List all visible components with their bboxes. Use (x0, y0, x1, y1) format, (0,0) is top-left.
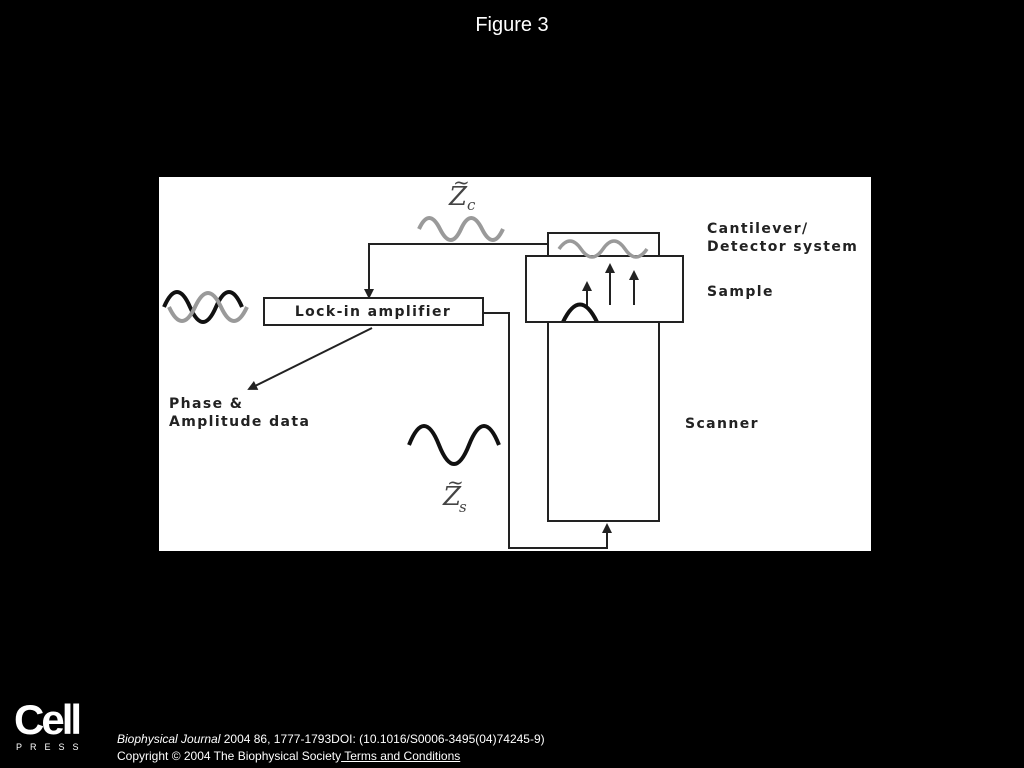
zs-subscript: s (459, 498, 467, 516)
cantilever-wave-inner (557, 239, 649, 259)
citation-line: Biophysical Journal 2004 86, 1777-1793DO… (117, 731, 545, 748)
cantilever-signal-wave (417, 216, 505, 242)
phase-label-line1: Phase & (169, 396, 243, 412)
copyright-text: Copyright © 2004 The Biophysical Society (117, 749, 342, 763)
scanner-box (547, 321, 660, 522)
zc-symbol: Z (448, 182, 468, 212)
cantilever-label-line2: Detector system (707, 239, 858, 255)
terms-link[interactable]: Terms and Conditions (341, 749, 461, 763)
copyright-line: Copyright © 2004 The Biophysical Society… (117, 748, 545, 765)
slide-title: Figure 3 (475, 14, 549, 36)
cantilever-to-lockin-line (364, 243, 548, 299)
zc-tilde: ~ (453, 177, 470, 194)
zs-symbol: Z (442, 482, 462, 512)
drive-signal-line (483, 312, 612, 549)
scanner-drive-wave (407, 424, 501, 466)
cantilever-label-line1: Cantilever/ (707, 221, 809, 237)
journal-name: Biophysical Journal (117, 732, 221, 746)
citation-block: Biophysical Journal 2004 86, 1777-1793DO… (117, 731, 545, 765)
scanner-label: Scanner (685, 416, 759, 432)
diagram-svg: ~ Z c Lock-in amplifier Phase & Amplit (162, 177, 858, 549)
lockin-amplifier-box (263, 297, 484, 326)
sample-box (525, 255, 684, 323)
lockin-label: Lock-in amplifier (295, 304, 451, 320)
sample-label: Sample (707, 284, 774, 300)
citation-details: 2004 86, 1777-1793DOI: (10.1016/S0006-34… (220, 732, 545, 746)
phase-label-line2: Amplitude data (169, 414, 310, 430)
logo-word: Cell (14, 696, 82, 743)
reference-wave-dark (162, 290, 244, 324)
zs-tilde: ~ (447, 470, 464, 494)
logo-press: PRESS (16, 742, 87, 752)
figure-panel: ~ Z c Lock-in amplifier Phase & Amplit (159, 177, 871, 551)
zc-subscript: c (467, 196, 476, 214)
reference-wave-light (167, 291, 249, 323)
lockin-to-output-arrow (247, 327, 373, 390)
cell-press-logo: Cell PRESS (14, 696, 87, 753)
